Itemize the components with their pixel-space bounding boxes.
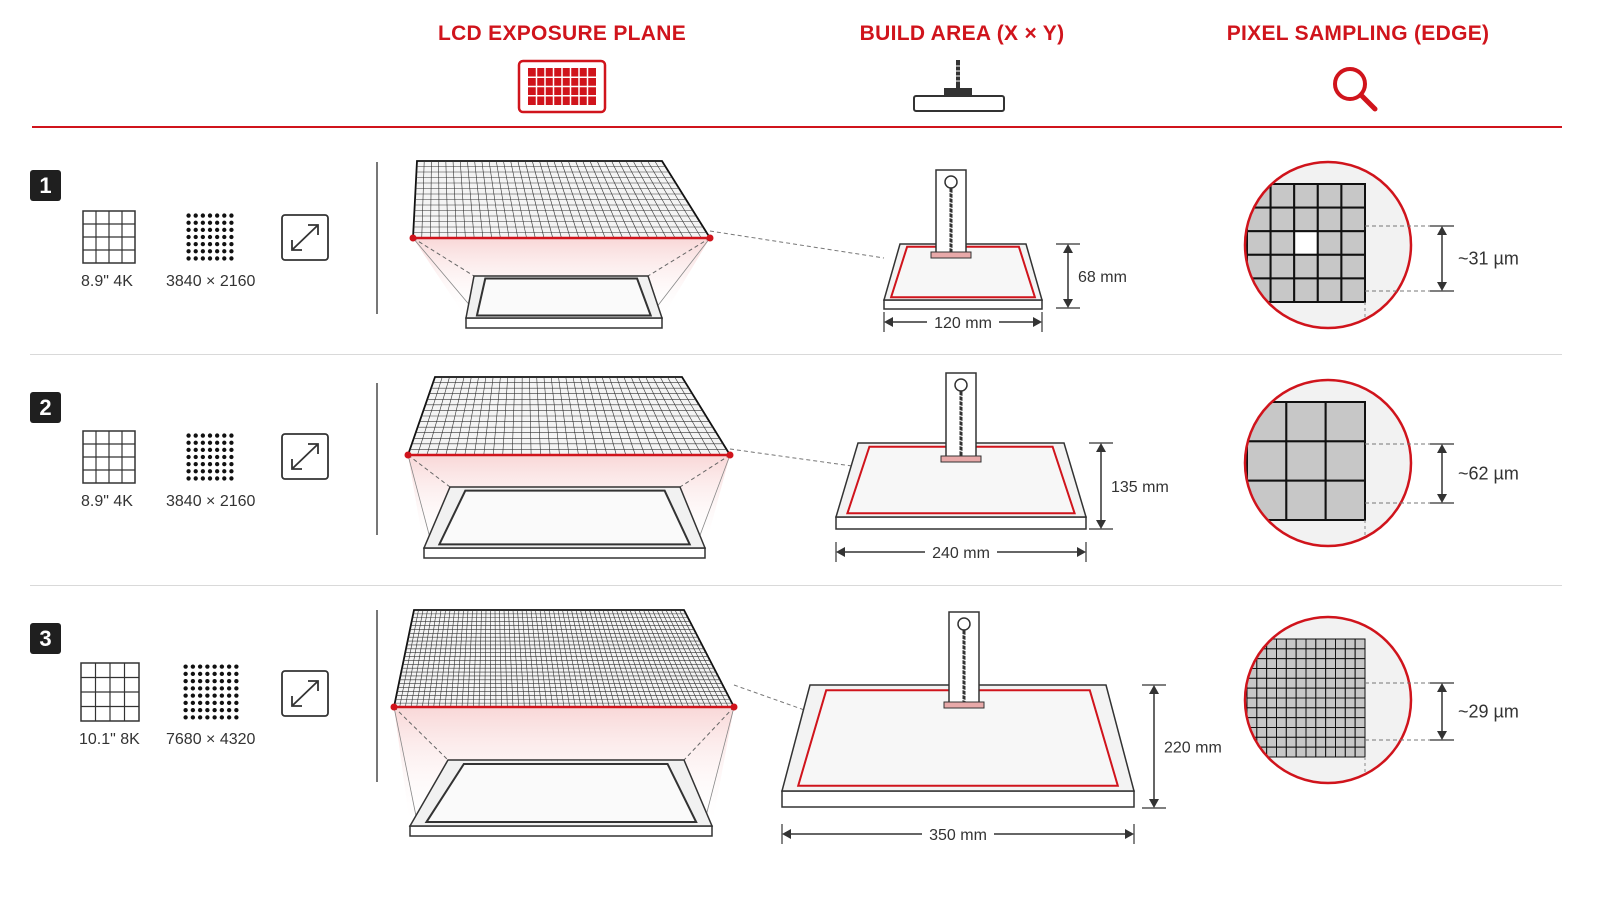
build-width-label: 120 mm: [934, 315, 992, 332]
column-header-build-area: BUILD AREA (X × Y): [859, 22, 1065, 45]
lcd-panel: [392, 609, 736, 708]
row-number-badge: 1: [30, 170, 61, 201]
grid-icon: [82, 430, 136, 484]
row-divider: [376, 610, 378, 782]
column-header-lcd: LCD EXPOSURE PLANE: [437, 22, 687, 45]
resolution-label: 3840 × 2160: [166, 273, 256, 290]
build-height-label: 68 mm: [1078, 269, 1127, 286]
header-rule: [32, 126, 1562, 128]
row-1-illustration: 68 mm 120 mm ~31 µm: [409, 160, 1519, 332]
pixel-magnifier: [1243, 160, 1413, 330]
expand-arrows-icon: [281, 670, 329, 717]
build-width-label: 350 mm: [929, 827, 987, 844]
row-separator: [30, 354, 1562, 355]
build-area-outline: [846, 445, 1076, 515]
expand-arrows-icon: [281, 214, 329, 261]
build-area-outline: [796, 689, 1120, 787]
resolution-label: 7680 × 4320: [166, 731, 256, 748]
row-2-illustration: 135 mm 240 mm ~62 µm: [404, 372, 1519, 562]
build-width-label: 240 mm: [932, 545, 990, 562]
row-divider: [376, 162, 378, 314]
screen-size-label: 10.1" 8K: [79, 731, 140, 748]
pixel-size-label: ~31 µm: [1458, 249, 1519, 269]
lcd-grid-icon: [517, 59, 607, 114]
build-height-label: 135 mm: [1111, 479, 1169, 496]
dot-matrix-icon: [186, 433, 234, 481]
pixel-magnifier: [1243, 378, 1413, 548]
grid-icon: [80, 662, 140, 722]
screen-size-label: 8.9" 4K: [81, 273, 133, 290]
column-header-pixel-sampling: PIXEL SAMPLING (EDGE): [1226, 22, 1490, 45]
pixel-size-label: ~29 µm: [1458, 702, 1519, 722]
pixel-magnifier: [1243, 615, 1413, 785]
dot-matrix-icon: [183, 664, 239, 720]
grid-icon: [82, 210, 136, 264]
build-height-label: 220 mm: [1164, 740, 1222, 757]
row-number-badge: 3: [30, 623, 61, 654]
pixel-size-label: ~62 µm: [1458, 464, 1519, 484]
row-number-badge: 2: [30, 392, 61, 423]
resolution-label: 3840 × 2160: [166, 493, 256, 510]
row-separator: [30, 585, 1562, 586]
screen-size-label: 8.9" 4K: [81, 493, 133, 510]
dot-matrix-icon: [186, 213, 234, 261]
row-divider: [376, 383, 378, 535]
build-plate-icon: [913, 60, 1005, 112]
magnifier-icon: [1333, 67, 1378, 112]
expand-arrows-icon: [281, 433, 329, 480]
build-area-outline: [889, 245, 1037, 299]
